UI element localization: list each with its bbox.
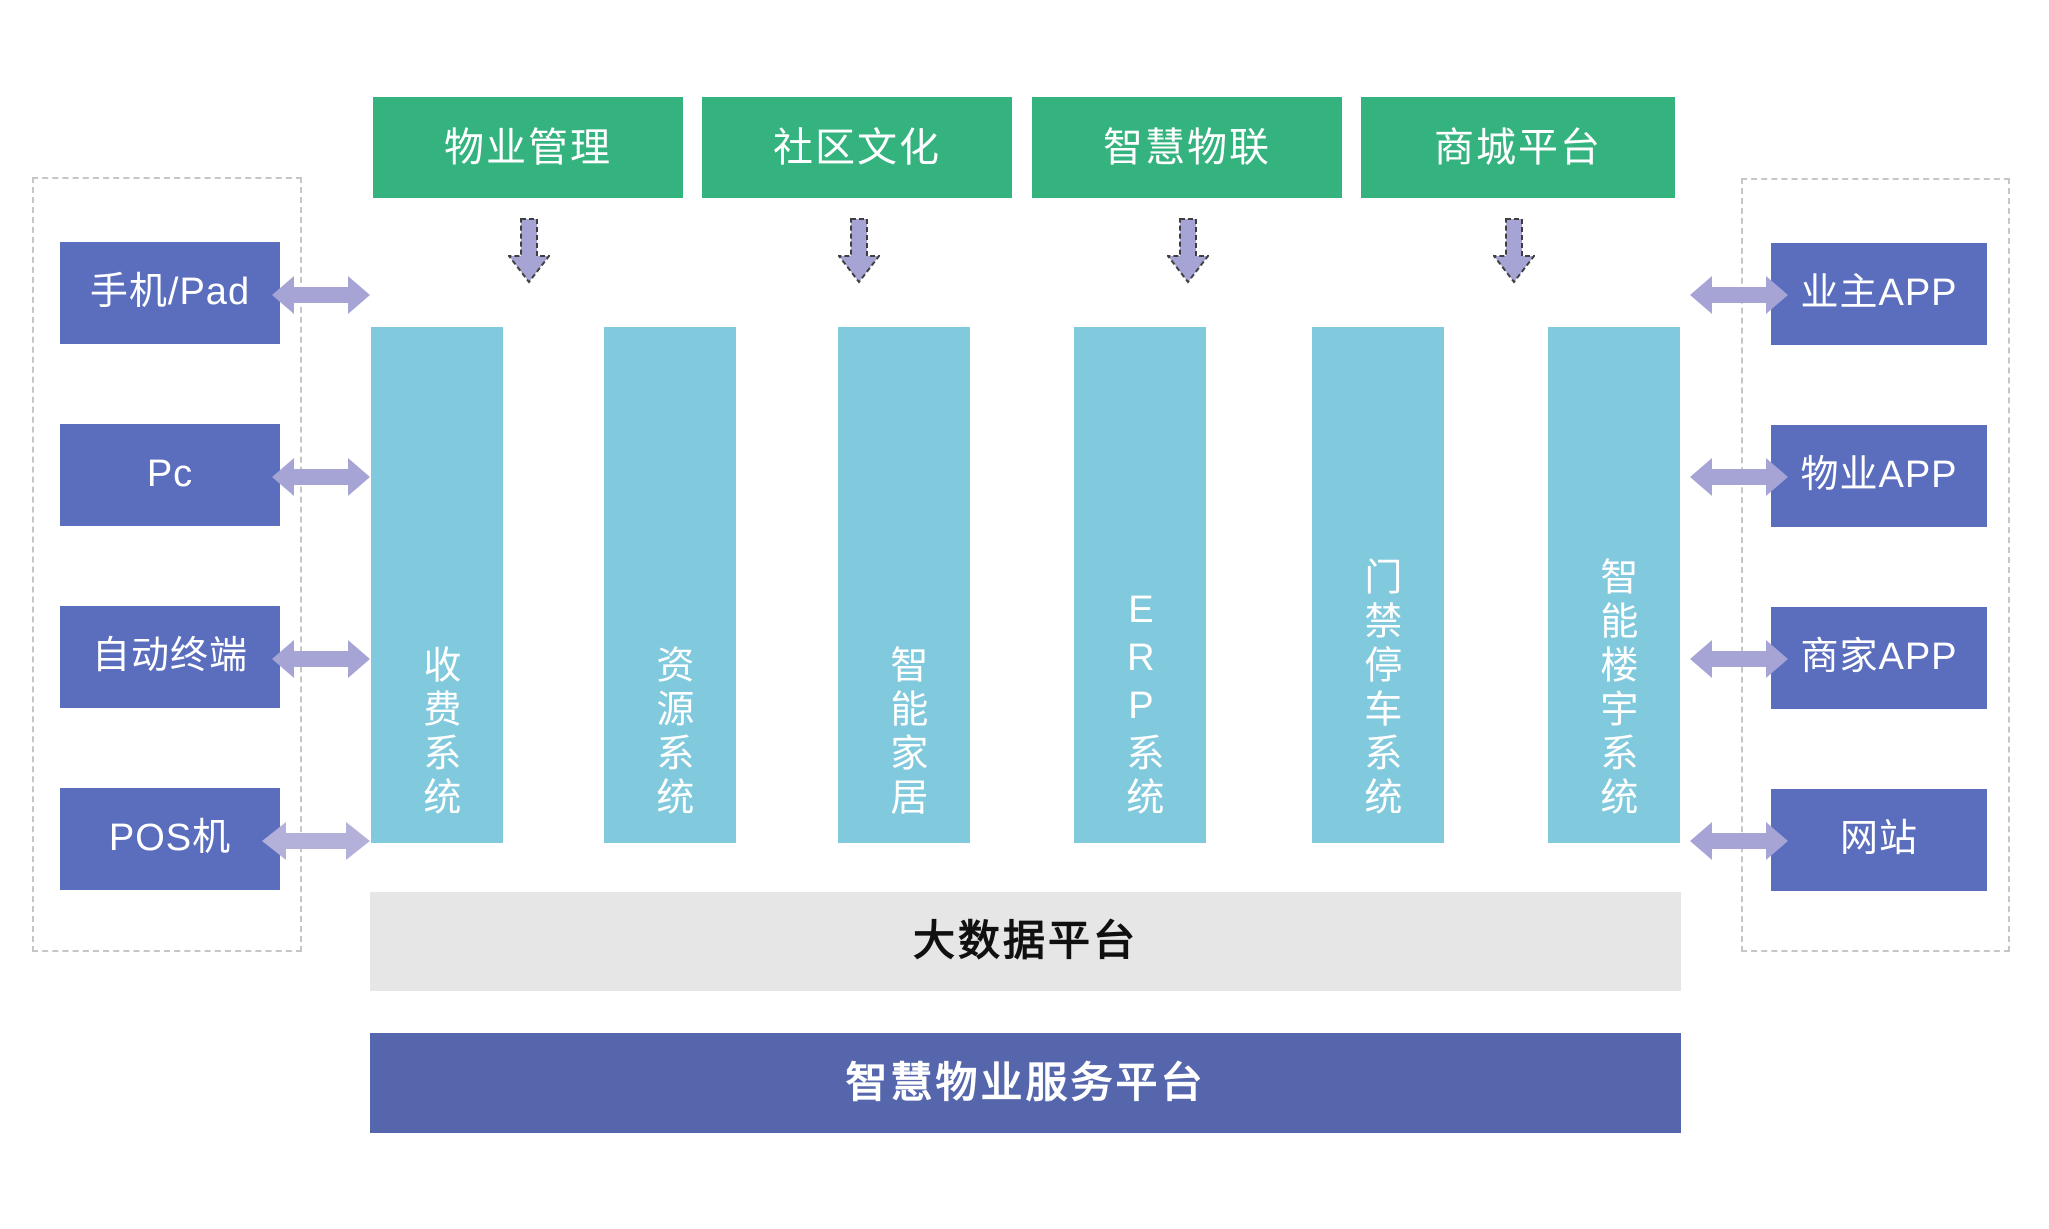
- system-column-label: 智能家居: [883, 645, 926, 821]
- top-module-label: 物业管理: [444, 125, 612, 170]
- right-left-arrow-icon-1: [1690, 273, 1788, 317]
- left-terminal-self-service[interactable]: 自动终端: [60, 606, 280, 708]
- left-right-arrow-icon-3: [272, 637, 370, 681]
- down-arrow-icon-1: [508, 218, 550, 284]
- top-module-property-management[interactable]: 物业管理: [373, 97, 683, 198]
- left-terminal-pos[interactable]: POS机: [60, 788, 280, 890]
- right-left-arrow-icon-4: [1690, 819, 1788, 863]
- big-data-platform-label: 大数据平台: [912, 917, 1138, 965]
- right-client-group-frame: [1741, 178, 2010, 952]
- right-client-merchant-app[interactable]: 商家APP: [1771, 607, 1987, 709]
- right-client-label: 网站: [1839, 818, 1918, 861]
- left-terminal-label: POS机: [108, 817, 232, 860]
- right-client-property-app[interactable]: 物业APP: [1771, 425, 1987, 527]
- down-arrow-icon-3: [1167, 218, 1209, 284]
- system-column-label: 收费系统: [416, 645, 459, 821]
- left-terminal-label: 手机/Pad: [89, 271, 251, 314]
- right-client-label: 物业APP: [1800, 454, 1958, 497]
- right-client-label: 业主APP: [1800, 272, 1958, 315]
- right-client-website[interactable]: 网站: [1771, 789, 1987, 891]
- top-module-community-culture[interactable]: 社区文化: [702, 97, 1012, 198]
- left-terminal-pc[interactable]: Pc: [60, 424, 280, 526]
- system-column-resource[interactable]: 资源系统: [604, 327, 736, 843]
- left-right-arrow-icon-4: [262, 819, 370, 863]
- left-terminal-phone-pad[interactable]: 手机/Pad: [60, 242, 280, 344]
- top-module-label: 商城平台: [1434, 125, 1602, 170]
- smart-property-service-platform-bar[interactable]: 智慧物业服务平台: [370, 1033, 1681, 1133]
- system-column-smart-building[interactable]: 智能楼宇系统: [1548, 327, 1680, 843]
- big-data-platform-bar[interactable]: 大数据平台: [370, 892, 1681, 991]
- right-client-owner-app[interactable]: 业主APP: [1771, 243, 1987, 345]
- right-client-label: 商家APP: [1800, 636, 1958, 679]
- down-arrow-icon-2: [838, 218, 880, 284]
- top-module-smart-iot[interactable]: 智慧物联: [1032, 97, 1342, 198]
- left-terminal-label: 自动终端: [91, 635, 248, 678]
- system-column-access-parking[interactable]: 门禁停车系统: [1312, 327, 1444, 843]
- system-column-erp[interactable]: ERP系统: [1074, 327, 1206, 843]
- system-column-charging[interactable]: 收费系统: [371, 327, 503, 843]
- left-terminal-label: Pc: [146, 453, 194, 496]
- right-left-arrow-icon-2: [1690, 455, 1788, 499]
- top-module-label: 社区文化: [773, 125, 941, 170]
- smart-property-service-platform-label: 智慧物业服务平台: [845, 1058, 1206, 1106]
- top-module-label: 智慧物联: [1103, 125, 1271, 170]
- system-column-label: ERP系统: [1119, 589, 1162, 821]
- down-arrow-icon-4: [1493, 218, 1535, 284]
- system-column-smart-home[interactable]: 智能家居: [838, 327, 970, 843]
- system-column-label: 资源系统: [649, 645, 692, 821]
- top-module-mall-platform[interactable]: 商城平台: [1361, 97, 1675, 198]
- left-right-arrow-icon-1: [272, 273, 370, 317]
- right-left-arrow-icon-3: [1690, 637, 1788, 681]
- system-column-label: 智能楼宇系统: [1593, 557, 1636, 821]
- left-terminal-group-frame: [32, 177, 302, 952]
- system-column-label: 门禁停车系统: [1357, 557, 1400, 821]
- left-right-arrow-icon-2: [272, 455, 370, 499]
